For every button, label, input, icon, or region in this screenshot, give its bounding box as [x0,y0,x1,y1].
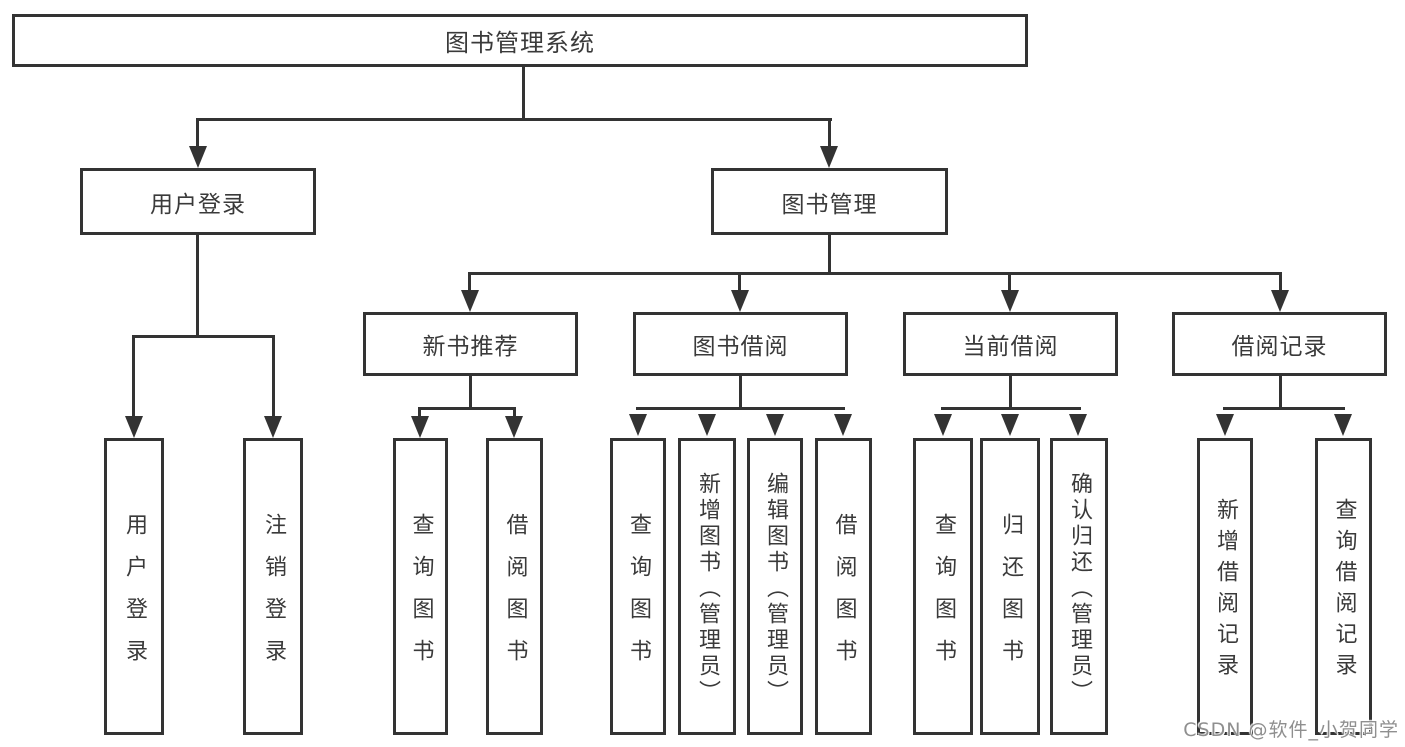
node-current-borrowing: 当前借阅 [903,312,1118,376]
node-current-borrowing-label: 当前借阅 [962,334,1059,360]
arrow-down-icon [1001,414,1019,436]
node-bb-edit-book-admin: 编辑图书（管理员） [747,438,803,735]
arrow-down-icon [1216,414,1234,436]
node-leaf-logout-label: 注销登录 [261,512,286,681]
node-book-management: 图书管理 [711,168,948,235]
node-root-label: 图书管理系统 [445,29,595,57]
arrow-down-icon [629,414,647,436]
connector-line [196,118,199,150]
arrow-down-icon [1069,414,1087,436]
arrow-down-icon [125,416,143,438]
node-borrow-records-label: 借阅记录 [1231,334,1328,360]
connector-line [1279,376,1282,410]
connector-line [196,118,832,121]
connector-line [272,335,275,420]
node-book-borrowing: 图书借阅 [633,312,848,376]
node-user-login-label: 用户登录 [150,191,246,218]
arrow-down-icon [834,414,852,436]
connector-line [1008,272,1011,294]
node-cb-query-book-label: 查询图书 [931,512,956,681]
node-book-management-label: 图书管理 [781,191,878,218]
node-nbr-borrow-book: 借阅图书 [486,438,543,735]
connector-line [469,376,472,410]
node-bb-query-book: 查询图书 [610,438,666,735]
connector-line [739,376,742,410]
arrow-down-icon [264,416,282,438]
node-cb-confirm-return-admin: 确认归还（管理员） [1050,438,1108,735]
connector-line [1223,407,1345,410]
node-new-book-recommend-label: 新书推荐 [422,334,519,360]
connector-line [196,235,199,337]
connector-line [828,235,831,275]
connector-line [522,66,525,121]
connector-line [513,407,516,419]
arrow-down-icon [461,290,479,312]
node-cb-query-book: 查询图书 [913,438,973,735]
node-bb-borrow-book-label: 借阅图书 [831,512,857,681]
connector-line [941,407,1081,410]
arrow-down-icon [934,414,952,436]
arrow-down-icon [411,416,429,438]
connector-line [132,335,135,420]
node-br-add-record-label: 新增借阅记录 [1213,498,1238,684]
connector-line [132,335,275,338]
connector-line [1009,376,1012,410]
node-borrow-records: 借阅记录 [1172,312,1387,376]
arrow-down-icon [1334,414,1352,436]
node-bb-edit-book-admin-label: 编辑图书（管理员） [763,471,788,706]
node-leaf-logout: 注销登录 [243,438,303,735]
csdn-watermark: CSDN @软件_小贺同学 [1183,719,1399,741]
node-cb-return-book: 归还图书 [980,438,1040,735]
node-leaf-user-login: 用户登录 [104,438,164,735]
node-leaf-user-login-label: 用户登录 [122,512,147,681]
node-br-add-record: 新增借阅记录 [1197,438,1253,735]
node-br-query-record-label: 查询借阅记录 [1331,498,1357,684]
node-bb-add-book-admin-label: 新增图书（管理员） [695,471,720,706]
node-nbr-borrow-book-label: 借阅图书 [502,512,528,681]
node-book-borrowing-label: 图书借阅 [692,334,789,360]
arrow-down-icon [731,290,749,312]
connector-line [418,407,516,410]
node-cb-return-book-label: 归还图书 [998,512,1023,681]
node-br-query-record: 查询借阅记录 [1315,438,1372,735]
arrow-down-icon [189,146,207,168]
connector-line [636,407,845,410]
connector-line [828,118,831,150]
connector-line [1279,272,1282,294]
node-new-book-recommend: 新书推荐 [363,312,578,376]
node-bb-add-book-admin: 新增图书（管理员） [678,438,736,735]
arrow-down-icon [505,416,523,438]
connector-line [418,407,421,419]
connector-line [738,272,741,294]
arrow-down-icon [1271,290,1289,312]
node-bb-query-book-label: 查询图书 [626,512,651,681]
node-cb-confirm-return-admin-label: 确认归还（管理员） [1067,471,1092,706]
arrow-down-icon [698,414,716,436]
node-root: 图书管理系统 [12,14,1028,67]
node-user-login: 用户登录 [80,168,316,235]
connector-line [468,272,471,294]
node-nbr-query-book-label: 查询图书 [408,512,434,681]
arrow-down-icon [766,414,784,436]
connector-line [468,272,1282,275]
arrow-down-icon [820,146,838,168]
node-bb-borrow-book: 借阅图书 [815,438,872,735]
node-nbr-query-book: 查询图书 [393,438,448,735]
arrow-down-icon [1001,290,1019,312]
